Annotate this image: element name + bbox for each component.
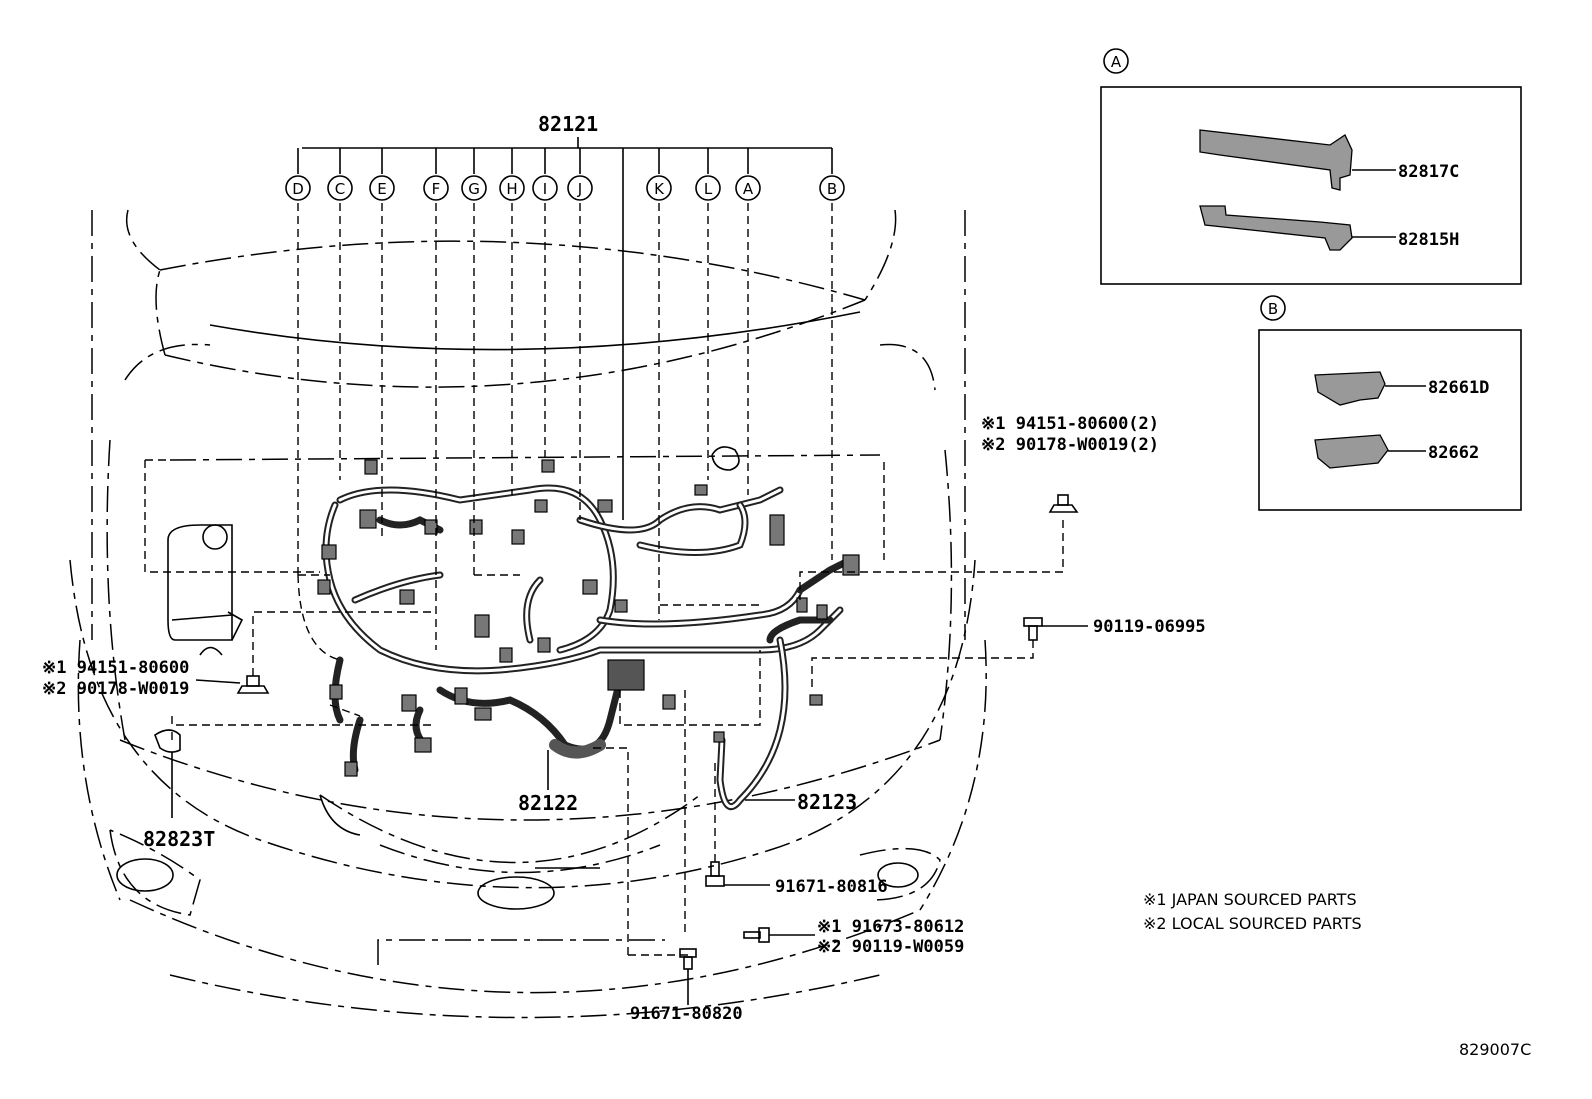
bolt-icon <box>705 861 770 887</box>
bolt-icon <box>679 948 697 1005</box>
part-82817C-label: 82817C <box>1398 162 1459 182</box>
callout-letter-j: J <box>577 180 582 198</box>
callout-letter-e: E <box>377 180 386 198</box>
part-82661D-label: 82661D <box>1428 378 1489 398</box>
bolt-91671-80816-label: 91671-80816 <box>775 877 888 897</box>
bolt-90119-06995-label: 90119-06995 <box>1093 617 1206 637</box>
callout-circle-g <box>461 175 487 201</box>
detail-b: B 82661D 82662 <box>1258 295 1522 511</box>
part-82662-label: 82662 <box>1428 443 1479 463</box>
bolt-lower2-line1: ※1 91673-80612 <box>817 917 964 937</box>
part-labels: ※1 94151-80600(2) ※2 90178-W0019(2) ※1 9… <box>42 414 1206 1024</box>
detail-a-letter: A <box>1111 53 1122 71</box>
detail-b-letter: B <box>1268 300 1278 318</box>
clip-icon <box>236 675 270 694</box>
callout-letter-d: D <box>292 180 304 198</box>
part-82815H-label: 82815H <box>1398 230 1459 250</box>
leader-lines <box>144 148 1064 956</box>
left-clip-line2: ※2 90178-W0019 <box>42 679 189 699</box>
bolt-icon <box>1023 617 1088 641</box>
callout-letter-i: I <box>543 180 547 198</box>
callout-letter-g: G <box>468 180 480 198</box>
callout-letter-b: B <box>827 180 837 198</box>
callout-circle-c <box>327 175 353 201</box>
right-clip-line2: ※2 90178-W0019(2) <box>981 435 1159 455</box>
bolt-91671-80820-label: 91671-80820 <box>630 1004 743 1024</box>
harness-82122-label: 82122 <box>518 791 578 815</box>
callout-circle-e <box>369 175 395 201</box>
left-clip-line1: ※1 94151-80600 <box>42 658 189 678</box>
legend: ※1 JAPAN SOURCED PARTS ※2 LOCAL SOURCED … <box>1143 890 1362 933</box>
wiring-harness <box>317 459 860 811</box>
callout-circle-b <box>819 175 845 201</box>
diagram-reference-code: 829007C <box>1459 1040 1531 1059</box>
harness-82121-callout: 82121 <box>302 112 832 149</box>
grommet-82823T-label: 82823T <box>143 827 215 851</box>
callout-circle-h <box>499 175 525 201</box>
fasteners <box>154 494 1088 1005</box>
callout-circle-f <box>423 175 449 201</box>
legend-local-sourced: ※2 LOCAL SOURCED PARTS <box>1143 914 1362 933</box>
callout-circle-a <box>735 175 761 201</box>
callout-circle-l <box>695 175 721 201</box>
vehicle-outline <box>69 209 987 1019</box>
grommet-icon <box>154 729 181 818</box>
callout-circle-j <box>567 175 593 201</box>
right-clip-line1: ※1 94151-80600(2) <box>981 414 1159 434</box>
callout-letter-l: L <box>704 180 713 198</box>
bolt-lower2-line2: ※2 90119-W0059 <box>817 937 964 957</box>
callout-letter-a: A <box>743 180 754 198</box>
part-number-82121: 82121 <box>538 112 598 136</box>
callout-circle-d <box>285 175 311 201</box>
callout-letter-h: H <box>506 180 517 198</box>
bolt-icon <box>743 927 815 943</box>
legend-japan-sourced: ※1 JAPAN SOURCED PARTS <box>1143 890 1357 909</box>
clip-icon <box>1048 494 1079 513</box>
callout-circle-i <box>532 175 558 201</box>
detail-a: A 82817C 82815H <box>1100 48 1522 285</box>
callout-letter-f: F <box>432 180 441 198</box>
callout-letter-k: K <box>654 180 665 198</box>
callout-letter-c: C <box>335 180 345 198</box>
callout-circle-k <box>646 175 672 201</box>
harness-82123-label: 82123 <box>797 790 857 814</box>
